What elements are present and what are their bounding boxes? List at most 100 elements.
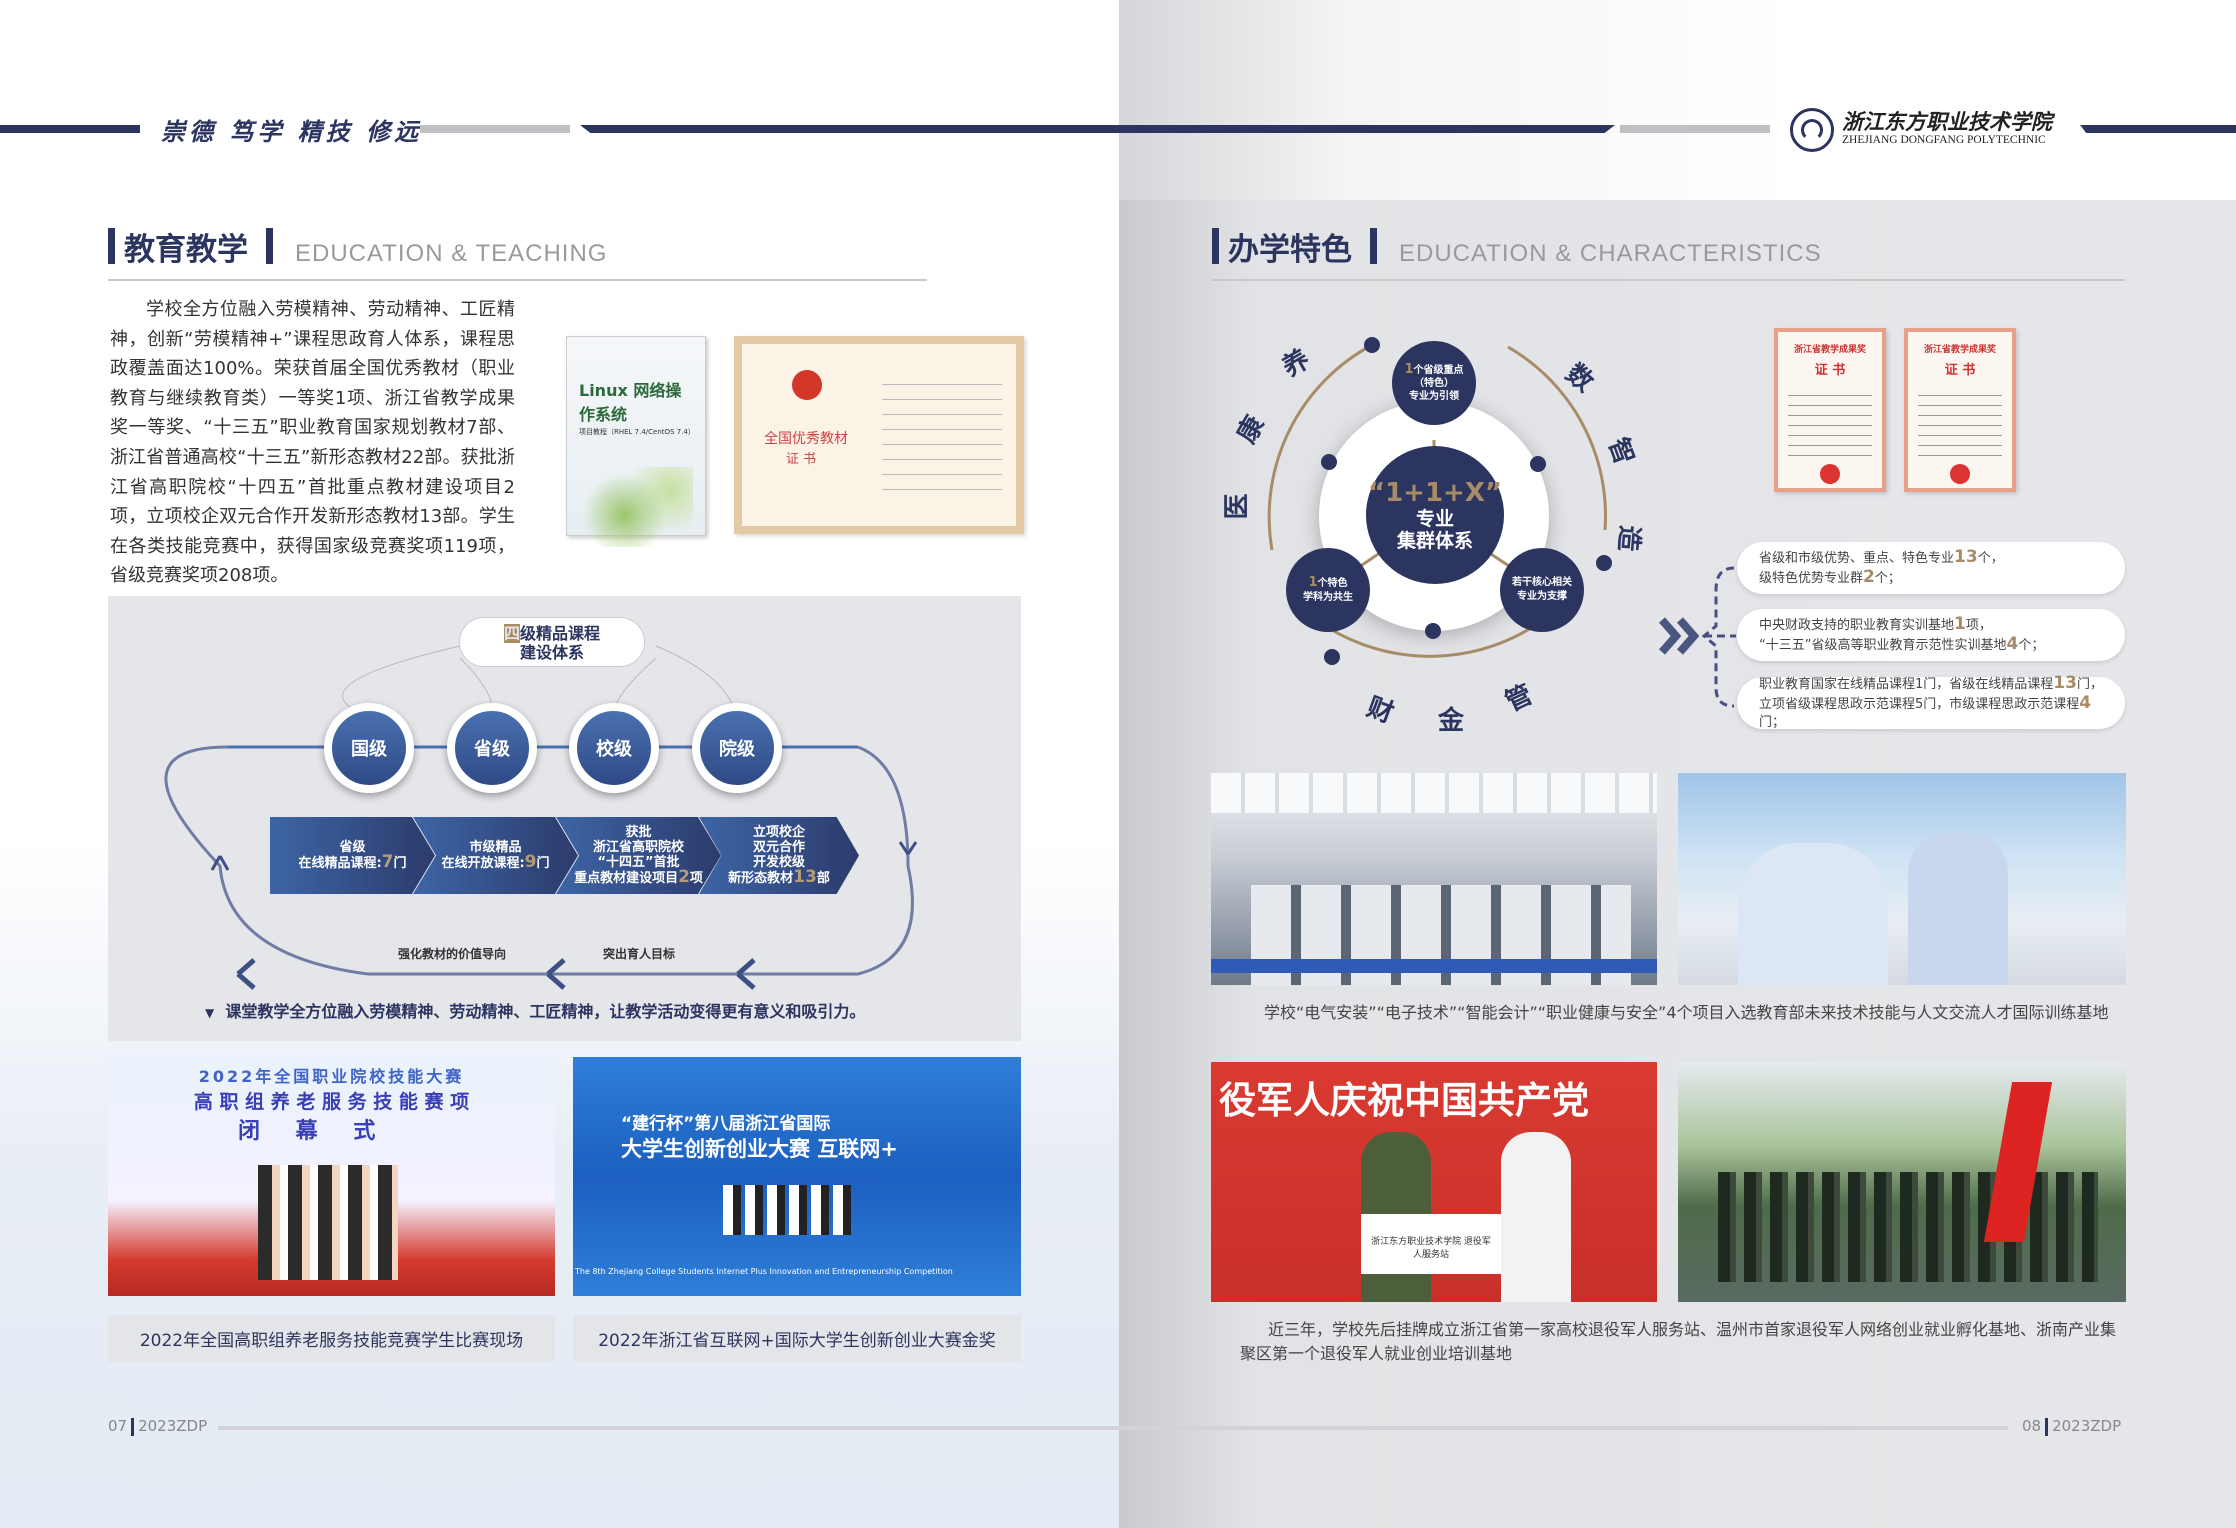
center-line1: 专业 <box>1415 508 1454 530</box>
chevron-step: 立项校企双元合作开发校级新形态教材13部 <box>699 817 859 894</box>
header-band <box>580 125 1615 133</box>
chevron-line: 在线精品课程: <box>298 856 382 871</box>
school-logo-icon <box>1790 108 1834 152</box>
chevron-line: 省级 <box>339 840 366 855</box>
chevron-number: 7 <box>381 852 394 872</box>
photo-banner-text: 2022年全国职业院校技能大赛 <box>198 1067 465 1086</box>
stat-text: 项， <box>1965 618 1992 633</box>
stat-pill: 中央财政支持的职业教育实训基地1项，“十三五”省级高等职业教育示范性实训基地4个… <box>1737 609 2125 661</box>
photo-caption: 2022年浙江省互联网+国际大学生创新创业大赛金奖 <box>573 1315 1021 1362</box>
node-num: 1 <box>1308 574 1318 590</box>
stat-text: 个； <box>1874 571 1901 586</box>
stat-text: 个， <box>1977 551 2004 566</box>
book-subtitle: 项目教程（RHEL 7.4/CentOS 7.4） <box>579 428 695 436</box>
chevron-unit: 项 <box>689 871 703 886</box>
stat-number: 13 <box>1954 547 1978 567</box>
certificate-subtitle: 证 书 <box>1814 363 1846 378</box>
photo-banner-text: 大学生创新创业大赛 互联网+ <box>621 1137 898 1161</box>
arrow-label-goal: 突出育人目标 <box>603 947 676 961</box>
stat-text: 门； <box>1759 715 1786 730</box>
header-band <box>0 125 140 133</box>
ring-dot <box>1321 454 1337 470</box>
photo-elderly-care-competition: 2022年全国职业院校技能大赛 高 职 组 养 老 服 务 技 能 赛 项 闭 … <box>108 1057 555 1296</box>
chevron-line: 新形态教材 <box>728 871 794 886</box>
stat-text: “十三五”省级高等职业教育示范性实训基地 <box>1759 638 2007 653</box>
certificate-subtitle: 证 书 <box>786 452 817 467</box>
chevron-band: 省级在线精品课程:7门市级精品在线开放课程:9门获批浙江省高职院校“十四五”首批… <box>270 817 860 894</box>
certificate-title: 全国优秀教材 <box>764 431 848 447</box>
chevron-number: 2 <box>678 867 690 887</box>
footer-label: 2023ZDP <box>138 1417 208 1435</box>
page-number: 07 <box>108 1417 128 1435</box>
node-lead-major: 1个省级重点（特色）专业为引领 <box>1392 341 1476 425</box>
stat-number: 13 <box>2053 673 2077 693</box>
award-certificate: 浙江省教学成果奖 证 书 <box>1904 328 2016 492</box>
diagram-footnote: ▼ 课堂教学全方位融入劳模精神、劳动精神、工匠精神，让教学活动变得更有意义和吸引… <box>205 998 865 1022</box>
page-number: 08 <box>2022 1417 2042 1435</box>
chevron-step: 省级在线精品课程:7门 <box>270 817 435 894</box>
photo-flag-ceremony <box>1678 1062 2126 1302</box>
stat-number: 4 <box>2006 634 2019 654</box>
veterans-caption: 近三年，学校先后挂牌成立浙江省第一家高校退役军人服务站、温州市首家退役军人网络创… <box>1240 1320 2117 1363</box>
certificate-title: 浙江省教学成果奖 <box>1793 345 1866 355</box>
header-band <box>2080 125 2236 133</box>
certificate-subtitle: 证 书 <box>1944 363 1976 378</box>
stat-pill: 职业教育国家在线精品课程1门，省级在线精品课程13门，立项省级课程思政示范课程5… <box>1737 674 2125 730</box>
ring-dot <box>1324 649 1340 665</box>
node-num: 1 <box>1404 362 1414 377</box>
bubble-line2: 建设体系 <box>519 643 584 662</box>
stat-number: 2 <box>1863 567 1875 587</box>
stat-text: 中央财政支持的职业教育实训基地 <box>1759 618 1955 633</box>
chevron-unit: 门 <box>536 856 550 871</box>
chevron-line: “十四五”首批 <box>597 855 680 870</box>
title-bar <box>266 228 273 264</box>
node-line: 若干核心相关 <box>1512 577 1572 588</box>
bubble-line1: 级精品课程 <box>520 624 601 643</box>
stat-text: 门， <box>2076 677 2103 692</box>
center-formula: “1+1+X” <box>1368 478 1502 508</box>
course-system-bubble: 四级精品课程建设体系 <box>459 617 645 667</box>
stat-text: 级特色优势专业群 <box>1759 571 1864 586</box>
chevron-unit: 门 <box>393 856 407 871</box>
title-rule <box>1212 279 2125 281</box>
node-discipline: 1个特色学科为共生 <box>1286 548 1370 632</box>
chevron-line: 双元合作 <box>752 840 805 855</box>
page-footer-left: 07 2023ZDP <box>108 1417 207 1436</box>
header-band <box>1620 125 1770 133</box>
plaque-text: 浙江东方职业技术学院 退役军人服务站 <box>1361 1214 1501 1274</box>
title-rule <box>108 279 927 281</box>
section-title-en: EDUCATION & CHARACTERISTICS <box>1399 240 1822 267</box>
school-name-cn: 浙江东方职业技术学院 <box>1842 109 2052 134</box>
photo-banner-text: 高 职 组 养 老 服 务 技 能 赛 项 <box>193 1091 470 1113</box>
photo-training-lab <box>1211 773 1657 985</box>
node-line: （特色） <box>1413 378 1454 389</box>
triangle-down-icon: ▼ <box>205 1006 215 1020</box>
book-title: Linux 网络操作系统 <box>579 381 682 424</box>
right-page-header-area <box>1119 0 2236 200</box>
stat-number: 1 <box>1954 614 1966 634</box>
section-title-en: EDUCATION & TEACHING <box>295 240 608 267</box>
title-bar <box>1370 228 1377 264</box>
textbook-image: Linux 网络操作系统 项目教程（RHEL 7.4/CentOS 7.4） <box>566 336 706 547</box>
node-support-majors: 若干核心相关专业为支撑 <box>1500 548 1584 632</box>
chevron-line: 开发校级 <box>752 855 805 870</box>
photo-banner-text: 役军人庆祝中国共产党 <box>1219 1078 1589 1122</box>
intro-paragraph: 学校全方位融入劳模精神、劳动精神、工匠精神，创新“劳模精神+”课程思政育人体系，… <box>110 299 515 587</box>
bracket-connector <box>1658 566 1736 708</box>
header-band <box>420 125 570 133</box>
chevron-line: 获批 <box>625 825 652 840</box>
chevron-step: 获批浙江省高职院校“十四五”首批重点教材建设项目2项 <box>556 817 721 894</box>
chevron-line: 市级精品 <box>469 840 522 855</box>
bubble-highlight: 四 <box>503 624 520 643</box>
photo-nursing-training <box>1678 773 2126 985</box>
title-bar <box>1212 228 1219 264</box>
ring-dot <box>1364 337 1380 353</box>
school-name-en: ZHEJIANG DONGFANG POLYTECHNIC <box>1842 134 2046 146</box>
certificate-title: 浙江省教学成果奖 <box>1923 345 1996 355</box>
footer-rule <box>218 1426 2008 1430</box>
certificate-image: 全国优秀教材 证 书 <box>734 336 1024 534</box>
chevron-unit: 部 <box>816 871 830 886</box>
arrow-label-value: 强化教材的价值导向 <box>398 947 507 961</box>
node-line: 个省级重点 <box>1413 365 1464 376</box>
